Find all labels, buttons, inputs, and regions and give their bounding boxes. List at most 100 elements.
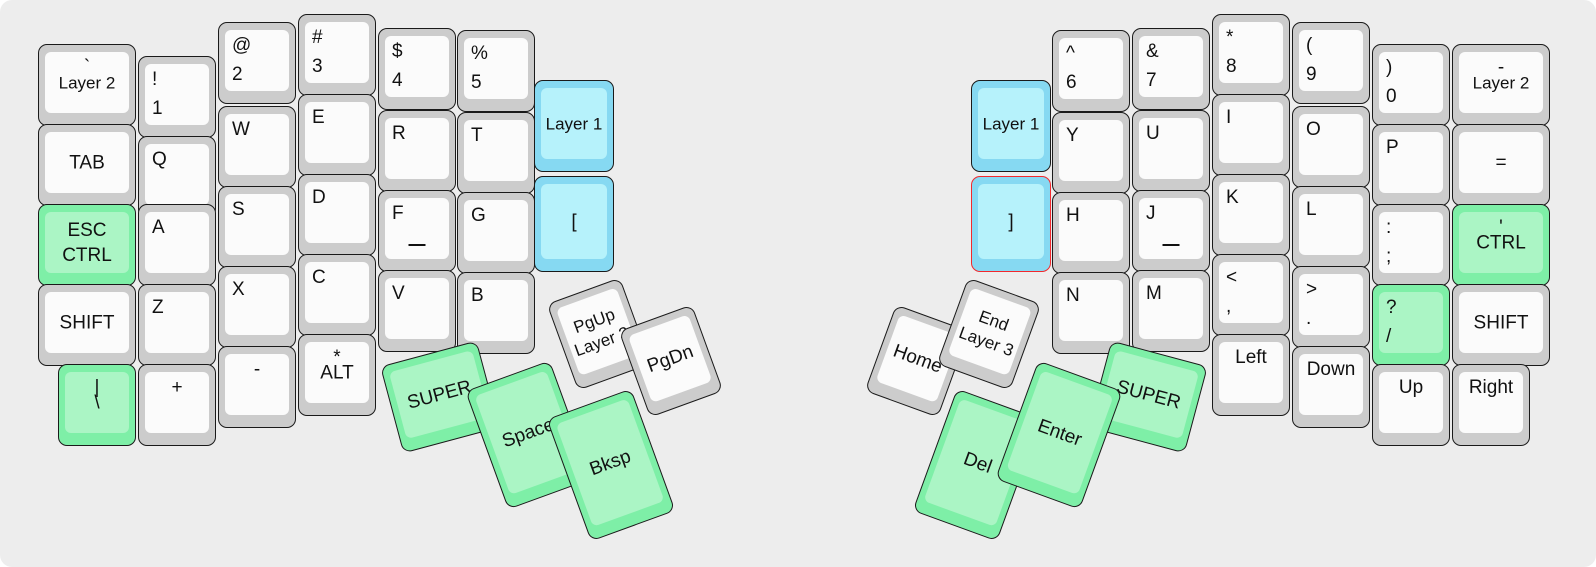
key-legend: 7 [1146, 70, 1157, 91]
key-h[interactable]: H [1052, 192, 1130, 274]
key-legend: Up [1398, 377, 1424, 398]
keycap-surface: + [145, 372, 209, 433]
key-ctrl-quote[interactable]: 'CTRL [1452, 204, 1550, 286]
key-bracket-right[interactable]: ] [971, 176, 1051, 272]
key-m[interactable]: M [1132, 270, 1210, 352]
key-legend: B [471, 285, 484, 306]
key-z[interactable]: Z [138, 284, 216, 366]
key-c[interactable]: C [298, 254, 376, 336]
keycap-surface: PgDn [627, 314, 713, 403]
key-9-paren[interactable]: (9 [1292, 22, 1370, 104]
key-bracket-left[interactable]: [ [534, 176, 614, 272]
key-n[interactable]: N [1052, 272, 1130, 354]
key-alt[interactable]: *ALT [298, 334, 376, 416]
key-a[interactable]: A [138, 204, 216, 286]
key-legend: ( [1306, 35, 1313, 56]
homing-bar-indicator [408, 243, 426, 246]
key-period[interactable]: >. [1292, 266, 1370, 348]
key-j[interactable]: J [1132, 190, 1210, 272]
key-legend: @ [232, 35, 252, 56]
key-down-arrow[interactable]: Down [1292, 346, 1370, 428]
key-o[interactable]: O [1292, 106, 1370, 188]
key-legend: Enter [1034, 415, 1085, 451]
keycap-surface: Z [145, 292, 209, 353]
keycap-surface: [ [541, 184, 607, 259]
key-shift-right[interactable]: SHIFT [1452, 284, 1550, 366]
key-v[interactable]: V [378, 270, 456, 352]
keycap-surface: G [464, 200, 528, 261]
key-f[interactable]: F [378, 190, 456, 272]
key-tab[interactable]: TAB [38, 124, 136, 206]
key-x[interactable]: X [218, 266, 296, 348]
key-comma[interactable]: <, [1212, 254, 1290, 336]
key-legend: Z [152, 297, 164, 318]
key-plus[interactable]: + [138, 364, 216, 446]
keycap-surface: !1 [145, 64, 209, 125]
key-equals[interactable]: = [1452, 124, 1550, 206]
key-e[interactable]: E [298, 94, 376, 176]
key-legend: Layer 2 [1472, 73, 1530, 92]
key-legend: C [312, 267, 326, 288]
key-w[interactable]: W [218, 106, 296, 188]
key-4-dollar[interactable]: $4 [378, 28, 456, 110]
key-semicolon[interactable]: :; [1372, 204, 1450, 286]
key-layer2-grave[interactable]: `Layer 2 [38, 44, 136, 126]
key-up-arrow[interactable]: Up [1372, 364, 1450, 446]
key-y[interactable]: Y [1052, 112, 1130, 194]
key-layer1-right[interactable]: Layer 1 [971, 80, 1051, 172]
keycap-surface: SHIFT [1459, 292, 1543, 353]
keycap-surface: L [1299, 194, 1363, 255]
keycap-surface: = [1459, 132, 1543, 193]
key-1-exclaim[interactable]: !1 [138, 56, 216, 138]
key-d[interactable]: D [298, 174, 376, 256]
key-g[interactable]: G [457, 192, 535, 274]
keycap-surface: #3 [305, 22, 369, 83]
key-0-paren[interactable]: )0 [1372, 44, 1450, 126]
key-3-hash[interactable]: #3 [298, 14, 376, 96]
key-left-arrow[interactable]: Left [1212, 334, 1290, 416]
key-layer2-minus[interactable]: -Layer 2 [1452, 44, 1550, 126]
key-8-asterisk[interactable]: *8 [1212, 14, 1290, 96]
key-5-percent[interactable]: %5 [457, 30, 535, 112]
key-r[interactable]: R [378, 110, 456, 192]
keycap-surface: Layer 1 [978, 88, 1044, 159]
key-legend: CTRL [1476, 232, 1526, 253]
key-shift-left[interactable]: SHIFT [38, 284, 136, 366]
key-p[interactable]: P [1372, 124, 1450, 206]
key-l[interactable]: L [1292, 186, 1370, 268]
key-minus-left[interactable]: - [218, 346, 296, 428]
key-slash[interactable]: ?/ [1372, 284, 1450, 366]
key-t[interactable]: T [457, 112, 535, 194]
key-legend: J [1146, 203, 1156, 224]
key-7-amp[interactable]: &7 [1132, 28, 1210, 110]
key-u[interactable]: U [1132, 110, 1210, 192]
key-legend: X [232, 279, 245, 300]
key-legend: ! [152, 69, 158, 90]
key-pipe-backslash[interactable]: |\ [58, 364, 136, 446]
key-legend: Q [152, 149, 167, 170]
key-legend: Y [1066, 125, 1079, 146]
key-legend: 6 [1066, 72, 1077, 93]
key-legend: , [1226, 296, 1232, 317]
key-k[interactable]: K [1212, 174, 1290, 256]
key-2-at[interactable]: @2 [218, 22, 296, 104]
key-b[interactable]: B [457, 272, 535, 354]
key-i[interactable]: I [1212, 94, 1290, 176]
keycap-surface: K [1219, 182, 1283, 243]
keycap-surface: B [464, 280, 528, 341]
key-legend: 5 [471, 72, 482, 93]
key-right-arrow[interactable]: Right [1452, 364, 1530, 446]
key-legend: $ [392, 41, 403, 62]
key-legend: + [171, 377, 183, 398]
key-6-caret[interactable]: ^6 [1052, 30, 1130, 112]
key-s[interactable]: S [218, 186, 296, 268]
keycap-surface: Enter [1006, 370, 1114, 495]
key-legend: H [1066, 205, 1080, 226]
key-legend: V [392, 283, 405, 304]
key-layer1-left[interactable]: Layer 1 [534, 80, 614, 172]
keycap-surface: R [385, 118, 449, 179]
keycap-surface: V [385, 278, 449, 339]
